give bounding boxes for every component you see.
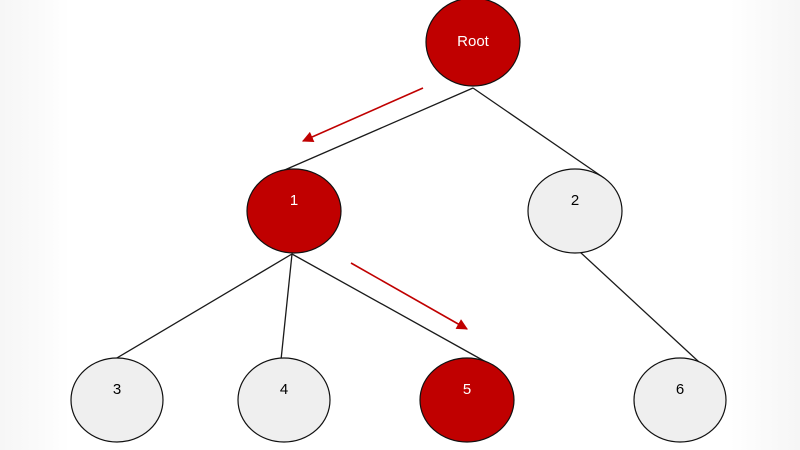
- edge-root-n1: [279, 87, 474, 173]
- edge-n1-n5: [291, 253, 487, 363]
- node-label-root: Root: [457, 33, 490, 50]
- node-label-5: 5: [463, 381, 471, 398]
- tree-node-2: 2: [527, 168, 623, 254]
- tree-node-6: 6: [633, 357, 727, 443]
- node-label-4: 4: [280, 381, 288, 398]
- tree-node-3: 3: [70, 357, 164, 443]
- tree-node-5: 5: [419, 357, 515, 443]
- edge-n2-n6: [579, 251, 713, 375]
- edge-root-n2: [472, 87, 605, 179]
- edge-n1-n3: [99, 253, 293, 369]
- tree-node-4: 4: [237, 357, 331, 443]
- edge-n1-n4: [280, 253, 293, 361]
- node-label-1: 1: [290, 192, 298, 209]
- node-label-2: 2: [571, 192, 579, 209]
- tree-node-1: 1: [246, 168, 342, 254]
- right-edge-shading: [730, 0, 800, 450]
- node-label-3: 3: [113, 381, 121, 398]
- node-label-6: 6: [676, 381, 684, 398]
- traversal-arrow-n1-to-n5: [350, 262, 468, 330]
- traversal-arrow-root-to-n1: [301, 87, 424, 143]
- left-edge-shading: [0, 0, 70, 450]
- tree-node-root: Root: [425, 0, 521, 87]
